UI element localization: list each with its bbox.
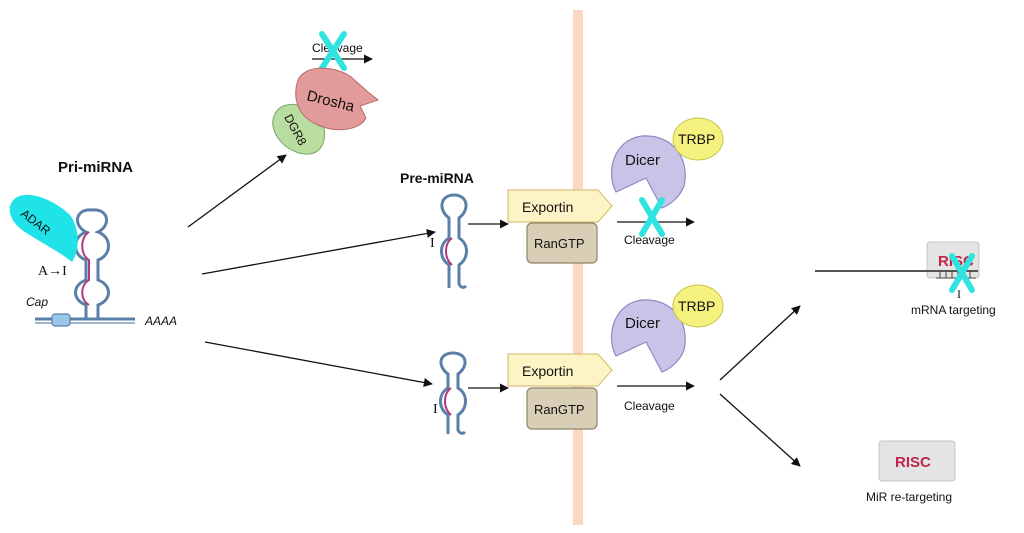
mrna-targeting-label: mRNA targeting bbox=[911, 303, 996, 317]
pri-mirna-title: Pri-miRNA bbox=[58, 159, 133, 176]
pri-mirna-hairpin bbox=[35, 208, 135, 327]
exportin-top-box bbox=[507, 189, 613, 223]
dicer-bottom-label: Dicer bbox=[625, 315, 660, 332]
adar-enzyme bbox=[9, 194, 78, 262]
cap-label: Cap bbox=[26, 295, 48, 309]
pre-mirna-top-hairpin bbox=[440, 193, 468, 289]
exportin-top-label: Exportin bbox=[522, 199, 573, 215]
trbp-bottom-protein bbox=[672, 284, 724, 328]
inosine-top: I bbox=[430, 236, 435, 251]
nuclear-membrane bbox=[573, 10, 583, 525]
arrow-to-drosha bbox=[187, 154, 287, 228]
cleavage-top-blocked-icon bbox=[319, 31, 347, 71]
inosine-bottom: I bbox=[433, 402, 438, 417]
risc-bottom-box bbox=[878, 440, 956, 482]
cap-box bbox=[51, 313, 71, 327]
cleavage-mid-blocked-icon bbox=[639, 197, 665, 237]
rangtp-top-box bbox=[526, 222, 598, 264]
rangtp-bottom-label: RanGTP bbox=[534, 402, 585, 417]
drosha-protein bbox=[295, 67, 380, 131]
dicer-top-label: Dicer bbox=[625, 152, 660, 169]
rangtp-bottom-box bbox=[526, 387, 598, 430]
polya-label: AAAA bbox=[144, 314, 177, 328]
risc-bottom-label: RISC bbox=[895, 454, 931, 471]
trbp-top-label: TRBP bbox=[678, 131, 715, 147]
arrow-to-pre-mirna-top bbox=[201, 228, 436, 275]
cleavage-bottom-label: Cleavage bbox=[624, 399, 675, 413]
pre-mirna-bottom-hairpin bbox=[439, 351, 467, 435]
mrna-targeting-blocked-icon bbox=[949, 253, 975, 293]
exportin-bottom-label: Exportin bbox=[522, 363, 573, 379]
a-to-i-label: A→I bbox=[38, 264, 67, 279]
inosine-mrna: I bbox=[957, 287, 961, 301]
trbp-bottom-label: TRBP bbox=[678, 298, 715, 314]
arrow-to-mir-retargeting bbox=[719, 393, 801, 467]
mir-retargeting-label: MiR re-targeting bbox=[866, 490, 952, 504]
trbp-top-protein bbox=[672, 117, 724, 161]
exportin-bottom-box bbox=[507, 353, 613, 387]
pre-mirna-title: Pre-miRNA bbox=[400, 170, 474, 186]
rangtp-top-label: RanGTP bbox=[534, 236, 585, 251]
cleavage-mid-label: Cleavage bbox=[624, 233, 675, 247]
arrow-to-pre-mirna-bottom bbox=[204, 341, 433, 387]
arrow-to-mrna-targeting bbox=[719, 305, 801, 381]
